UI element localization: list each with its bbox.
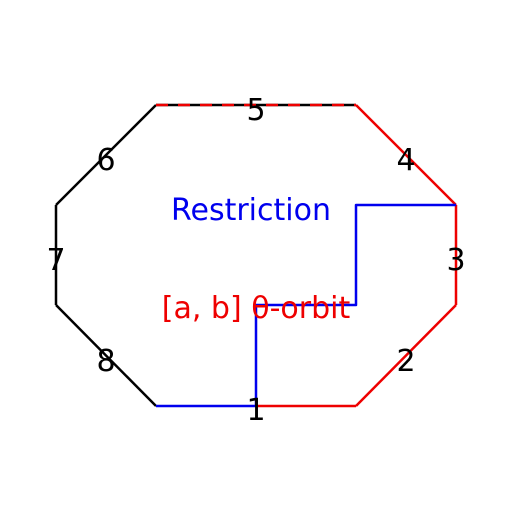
orbit-edge-4: [355, 104, 457, 206]
octagon-edge-6: [55, 104, 157, 206]
edge-label-3: 3: [446, 243, 465, 278]
edge-label-2: 2: [396, 344, 415, 379]
restriction-path: [156, 203, 456, 408]
edge-label-4: 4: [396, 143, 415, 178]
edge-labels: 1 2 3 4 5 6 7 8: [46, 93, 465, 428]
edge-label-7: 7: [46, 243, 65, 278]
restriction-staircase: [254, 203, 456, 406]
edge-label-5: 5: [246, 93, 265, 128]
orbit-caption: [a, b] θ-orbit: [162, 291, 351, 326]
orbit-path: [156, 103, 458, 408]
orbit-edge-2: [355, 304, 457, 407]
edge-label-8: 8: [96, 344, 115, 379]
edge-label-6: 6: [96, 143, 115, 178]
edge-label-1: 1: [246, 393, 265, 428]
restriction-caption: Restriction: [171, 193, 331, 228]
octagon-edge-8: [55, 304, 157, 407]
